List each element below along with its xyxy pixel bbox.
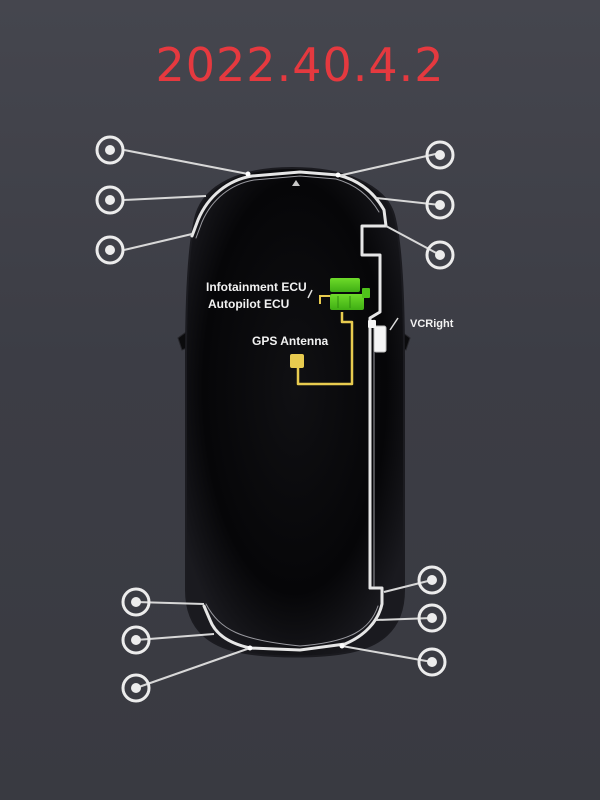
- gps-antenna-icon: [290, 354, 304, 368]
- bus-junction-markers: [245, 171, 345, 651]
- firmware-version: 2022.40.4.2: [155, 38, 445, 92]
- infotainment-ecu-label: Infotainment ECU: [206, 280, 307, 294]
- vc-right-label: VCRight: [410, 318, 454, 330]
- circle-sensor-icon: [121, 587, 151, 617]
- circle-sensor-icon: [417, 647, 447, 677]
- ecu-module-icon: [330, 278, 370, 310]
- circle-sensor-icon: [425, 140, 455, 170]
- circle-sensor-icon: [95, 135, 125, 165]
- circle-sensor-icon: [417, 603, 447, 633]
- front-bus-wiring: [190, 170, 388, 652]
- circle-sensor-icon: [121, 673, 151, 703]
- label-pointers: [307, 289, 399, 331]
- sensor-leads: [123, 149, 441, 689]
- sensor-icons: [95, 135, 455, 703]
- vc-right-module-icon: [368, 320, 387, 353]
- circle-sensor-icon: [95, 235, 125, 265]
- circle-sensor-icon: [425, 190, 455, 220]
- circle-sensor-icon: [95, 185, 125, 215]
- circle-sensor-icon: [425, 240, 455, 270]
- circle-sensor-icon: [121, 625, 151, 655]
- circle-sensor-icon: [417, 565, 447, 595]
- ecu-yellow-lead: [319, 295, 330, 304]
- autopilot-ecu-label: Autopilot ECU: [208, 297, 290, 311]
- gps-antenna-label: GPS Antenna: [252, 334, 329, 348]
- front-camera-icon: [292, 180, 300, 186]
- gps-antenna-cable: [296, 312, 354, 386]
- bus-highlight: [195, 175, 380, 647]
